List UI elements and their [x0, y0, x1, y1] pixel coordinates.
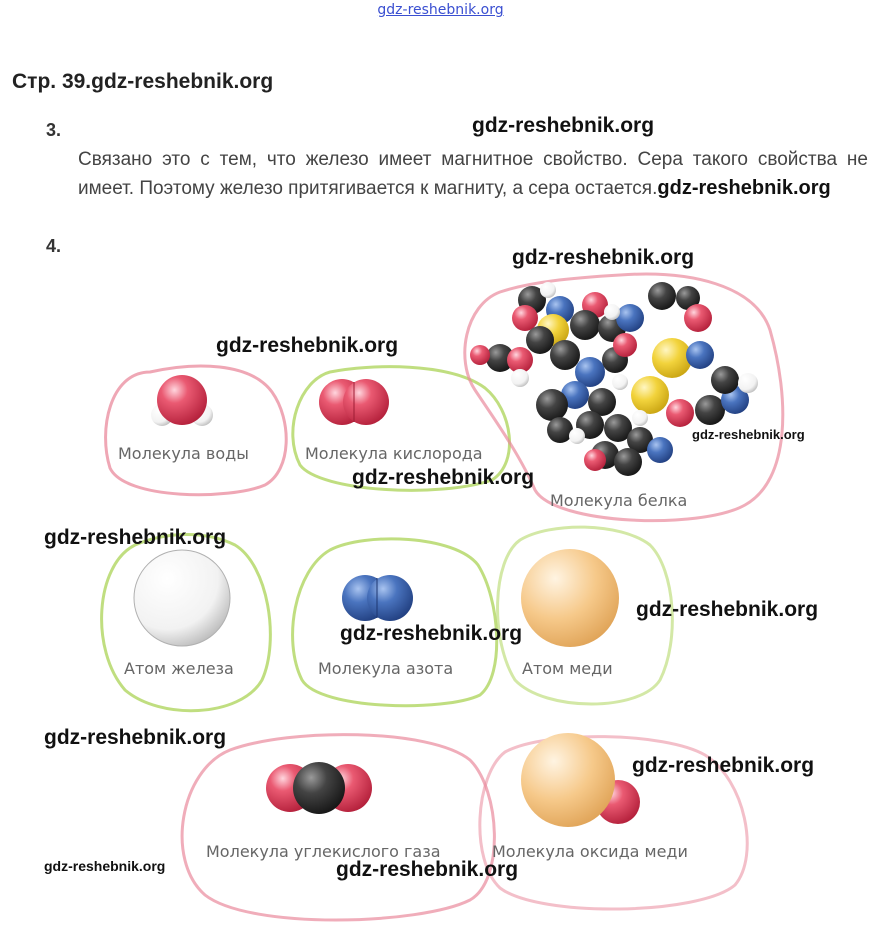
iron-atom [133, 549, 231, 647]
top-watermark-link[interactable]: gdz-reshebnik.org [377, 2, 504, 18]
caption-iron: Атом железа [124, 659, 234, 678]
inline-watermark: gdz-reshebnik.org [657, 177, 831, 199]
watermark: gdz-reshebnik.org [692, 427, 805, 442]
task-3-text: Связано это с тем, что железо имеет магн… [78, 149, 868, 199]
protein-molecule [470, 282, 758, 476]
co2-outline [180, 733, 496, 922]
copper-atom [521, 549, 619, 647]
caption-water: Молекула воды [118, 444, 249, 463]
watermark: gdz-reshebnik.org [472, 114, 655, 137]
oxygen-molecule [319, 379, 389, 425]
watermark: gdz-reshebnik.org [336, 858, 519, 881]
water-outline [104, 364, 288, 497]
copper-oxide-molecule [521, 733, 640, 827]
oxygen-outline [291, 365, 511, 492]
caption-protein: Молекула белка [550, 491, 688, 510]
watermark: gdz-reshebnik.org [352, 466, 535, 489]
page-label: Стр. 39. [12, 70, 92, 93]
nitrogen-outline [291, 537, 499, 708]
watermark: gdz-reshebnik.org [340, 622, 523, 645]
task-3-number: 3. [46, 120, 62, 140]
task-4-number: 4. [46, 236, 62, 256]
caption-nitrogen: Молекула азота [318, 659, 454, 678]
page-header: Стр. 39.gdz-reshebnik.org [12, 70, 273, 94]
watermark: gdz-reshebnik.org [44, 858, 166, 874]
watermark: gdz-reshebnik.org [44, 526, 227, 549]
watermark: gdz-reshebnik.org [636, 598, 819, 621]
watermark: gdz-reshebnik.org [44, 726, 227, 749]
caption-co2: Молекула углекислого газа [206, 842, 441, 861]
iron-outline [100, 533, 272, 713]
caption-copper: Атом меди [522, 659, 613, 678]
watermark: gdz-reshebnik.org [216, 334, 399, 357]
copper-outline [496, 525, 674, 706]
caption-copper-oxide: Молекула оксида меди [492, 842, 688, 861]
copper-oxide-outline [478, 735, 749, 911]
protein-outline [463, 272, 785, 523]
watermark: gdz-reshebnik.org [632, 754, 815, 777]
caption-oxygen: Молекула кислорода [305, 444, 483, 463]
water-molecule [151, 375, 213, 426]
header-watermark: gdz-reshebnik.org [91, 70, 274, 93]
watermark: gdz-reshebnik.org [512, 246, 695, 269]
co2-molecule [266, 762, 372, 814]
task-3-answer: Связано это с тем, что железо имеет магн… [78, 146, 868, 203]
nitrogen-molecule [342, 575, 413, 621]
